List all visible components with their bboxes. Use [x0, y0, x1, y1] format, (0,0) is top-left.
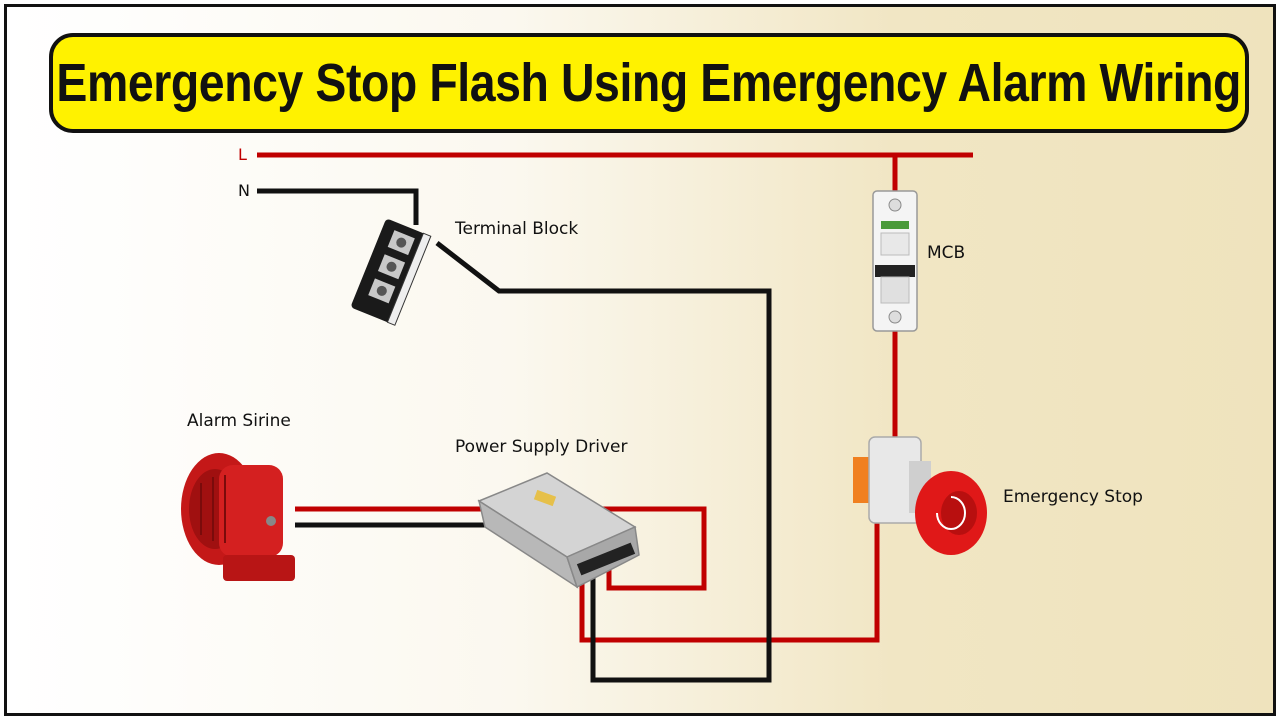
neutral-rail-label: N	[238, 181, 250, 200]
estop-to-psu-wire	[579, 515, 880, 643]
emergency-stop-label: Emergency Stop	[1003, 487, 1143, 507]
diagram-frame: Emergency Stop Flash Using Emergency Ala…	[4, 4, 1276, 716]
line-rail-label: L	[238, 145, 247, 164]
power-supply-driver	[477, 472, 640, 589]
terminal-to-psu-wire	[435, 241, 772, 683]
wiring-diagram	[181, 152, 987, 683]
title-banner: Emergency Stop Flash Using Emergency Ala…	[49, 33, 1249, 133]
page-title: Emergency Stop Flash Using Emergency Ala…	[56, 53, 1242, 113]
power-supply-label: Power Supply Driver	[455, 437, 628, 457]
terminal-block-label: Terminal Block	[455, 219, 579, 239]
mcb-breaker	[872, 190, 918, 332]
mcb-label: MCB	[927, 243, 966, 263]
wires	[257, 152, 973, 683]
alarm-siren-label: Alarm Sirine	[187, 411, 291, 431]
alarm-siren	[181, 453, 295, 581]
terminal-block	[351, 219, 432, 326]
neutral-rail-wire	[257, 188, 419, 225]
emergency-stop-switch	[853, 436, 987, 555]
